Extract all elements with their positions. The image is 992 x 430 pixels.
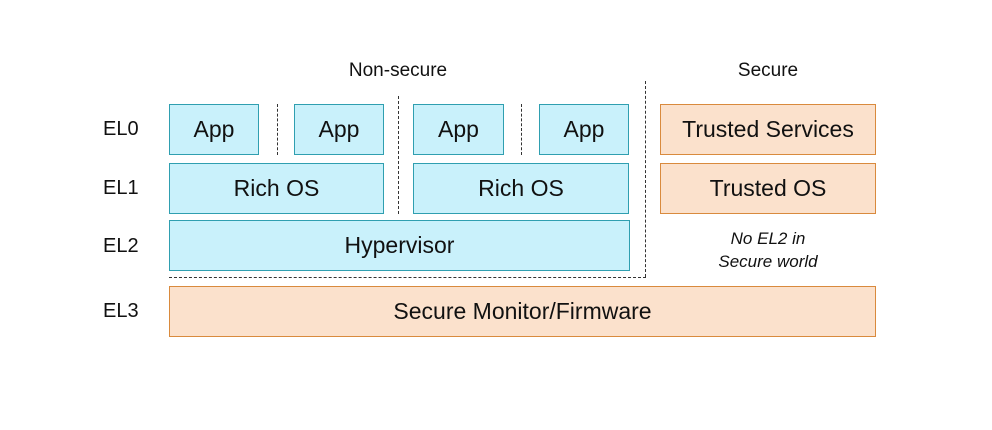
hypervisor-box: Hypervisor — [169, 220, 630, 271]
el3-boundary — [169, 277, 646, 278]
el3-label: EL3 — [103, 300, 139, 322]
secure-heading: Secure — [737, 60, 799, 81]
app-separator-2 — [521, 104, 522, 155]
world-separator — [645, 81, 646, 277]
app-box: App — [294, 104, 384, 155]
app-separator-1 — [277, 104, 278, 155]
non-secure-heading: Non-secure — [348, 60, 448, 81]
os-separator — [398, 96, 399, 214]
app-box: App — [169, 104, 259, 155]
trusted-os-box: Trusted OS — [660, 163, 876, 214]
no-el2-note-line1: No EL2 in — [730, 229, 806, 248]
el0-label: EL0 — [103, 118, 139, 140]
el2-label: EL2 — [103, 235, 139, 257]
app-box: App — [539, 104, 629, 155]
rich-os-box: Rich OS — [413, 163, 629, 214]
app-box: App — [413, 104, 504, 155]
trusted-services-box: Trusted Services — [660, 104, 876, 155]
no-el2-note-line2: Secure world — [718, 252, 818, 271]
el1-label: EL1 — [103, 177, 139, 199]
rich-os-box: Rich OS — [169, 163, 384, 214]
no-el2-note: No EL2 in Secure world — [668, 227, 868, 273]
secure-monitor-box: Secure Monitor/Firmware — [169, 286, 876, 337]
